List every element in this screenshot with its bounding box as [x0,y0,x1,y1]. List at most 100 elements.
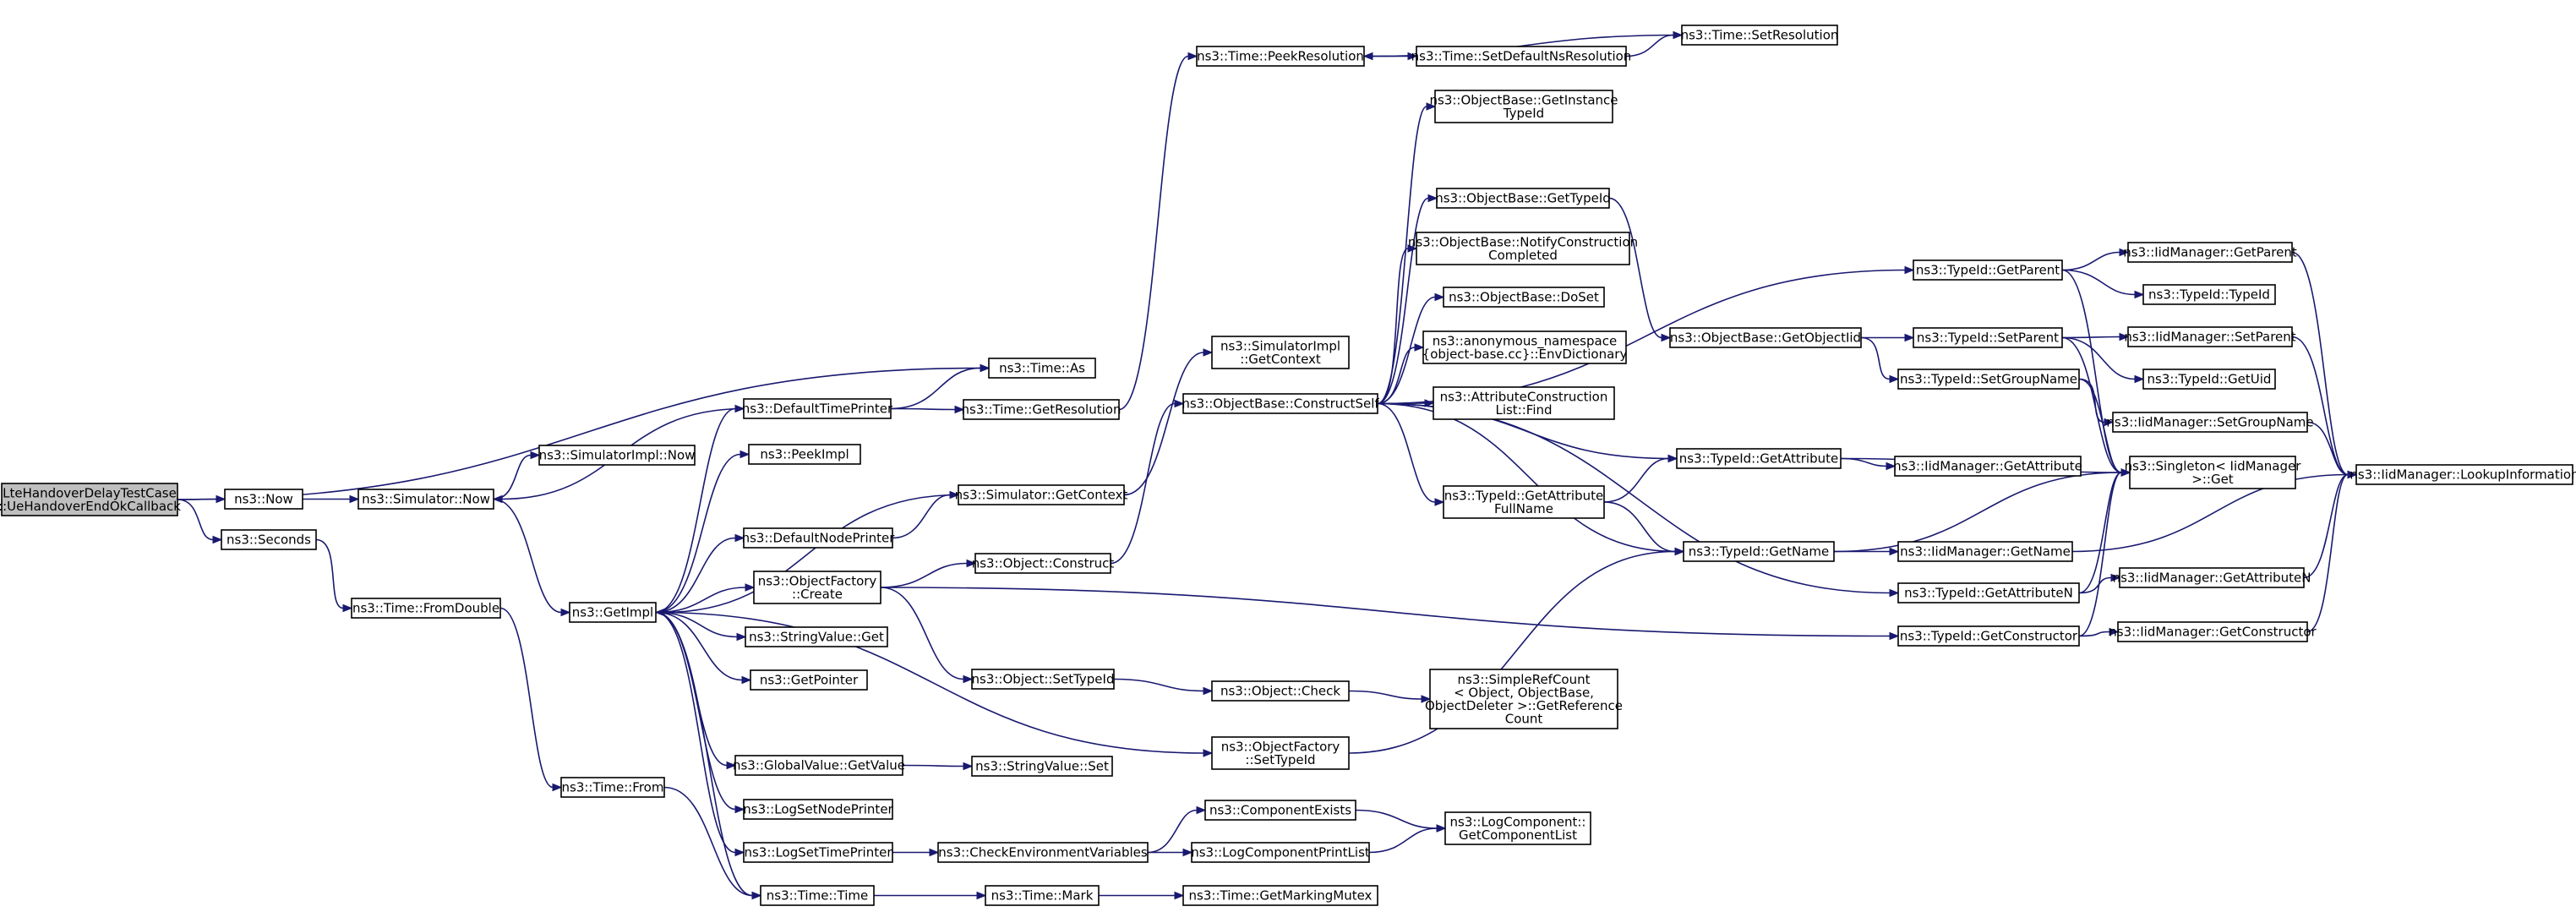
node-objfactory-settypeid[interactable]: ns3::ObjectFactory::SetTypeId [1211,736,1350,770]
node-box [1897,582,2080,603]
node-now[interactable]: ns3::Now [224,489,303,510]
edge-objbase_constructself-to-objbase_gettypeid [1377,197,1429,405]
node-objbase-doset[interactable]: ns3::ObjectBase::DoSet [1443,287,1605,308]
node-box [2129,456,2296,489]
node-label: ns3::SimulatorImpl [1220,338,1340,353]
node-time-mark[interactable]: ns3::Time::Mark [985,885,1100,906]
node-componentexists[interactable]: ns3::ComponentExists [1204,800,1356,821]
edge-typeid_setparent-to-typeid_getuid [2061,336,2136,380]
node-iid-getname[interactable]: ns3::IidManager::GetName [1897,541,2073,562]
node-typeid-getparent[interactable]: ns3::TypeId::GetParent [1913,259,2063,281]
node-typeid-setparent[interactable]: ns3::TypeId::SetParent [1913,327,2063,348]
node-objfactory-create[interactable]: ns3::ObjectFactory::Create [753,571,881,604]
node-fromdouble[interactable]: ns3::Time::FromDouble [351,598,501,619]
node-objbase-notifyconstruction[interactable]: ns3::ObjectBase::NotifyConstructionCompl… [1408,232,1638,265]
node-box [1211,736,1350,770]
node-getpointer[interactable]: ns3::GetPointer [750,669,868,691]
node-time-peekresolution[interactable]: ns3::Time::PeekResolution [1196,46,1365,67]
node-typeid-getconstructor[interactable]: ns3::TypeId::GetConstructor [1897,625,2080,647]
node-label: ns3::Time::PeekResolution [1197,49,1364,64]
edge-typeid_getparent-to-typeid_typeid [2061,269,2136,296]
node-typeid-getuid[interactable]: ns3::TypeId::GetUid [2142,369,2276,390]
node-stringvalue-get[interactable]: ns3::StringValue::Get [745,626,888,647]
node-label: ns3::TypeId::SetGroupName [1900,372,2077,387]
edge-arrowhead [1407,244,1418,253]
edge-arrowhead [1203,686,1214,696]
node-stringvalue-set[interactable]: ns3::StringValue::Set [971,756,1113,777]
node-iid-getconstructor[interactable]: ns3::IidManager::GetConstructor [2109,621,2317,642]
node-objbase-gettypeid[interactable]: ns3::ObjectBase::GetTypeId [1435,188,1611,209]
node-label: ns3::Simulator::Now [362,492,490,507]
node-typeid-getname[interactable]: ns3::TypeId::GetName [1683,541,1835,562]
node-label: ns3::Time::FromDouble [352,601,499,616]
node-globalvalue-getvalue[interactable]: ns3::GlobalValue::GetValue [733,755,905,776]
node-iid-setgroupname[interactable]: ns3::IidManager::SetGroupName [2106,412,2314,433]
edge-arrowhead [1203,749,1214,757]
node-iid-getparent[interactable]: ns3::IidManager::GetParent [2123,242,2297,263]
node-box [2119,567,2305,588]
node-peekimpl[interactable]: ns3::PeekImpl [748,444,861,465]
node-root[interactable]: LteHandoverDelayTestCase::UeHandoverEndO… [0,483,181,516]
edge-objbase_constructself-to-objbase_notifyconstruction [1377,248,1409,405]
node-box [2117,621,2308,642]
node-time-setresolution[interactable]: ns3::Time::SetResolution [1681,25,1839,46]
node-time-from[interactable]: ns3::Time::From [560,777,665,798]
node-object-construct[interactable]: ns3::Object::Construct [972,553,1115,574]
node-seconds[interactable]: ns3::Seconds [221,529,317,550]
node-iid-setparent[interactable]: ns3::IidManager::SetParent [2124,326,2296,347]
node-defaultnodeprinter[interactable]: ns3::DefaultNodePrinter [742,527,896,549]
edge-arrowhead [552,783,563,792]
node-sim-now[interactable]: ns3::Simulator::Now [357,489,494,510]
edge-getimpl-to-getpointer [655,611,743,681]
node-label: ns3::PeekImpl [760,447,849,462]
node-time-setdefaultnsres[interactable]: ns3::Time::SetDefaultNsResolution [1411,46,1632,67]
edge-arrowhead [1182,848,1193,857]
edge-arrowhead [342,603,353,613]
edge-objbase_constructself-to-typeid_getattributefullname [1377,402,1436,503]
edge-typeid_getparent-to-iid_getparent [2061,251,2120,271]
node-objbase-getobjectiid[interactable]: ns3::ObjectBase::GetObjectIid [1669,327,1862,348]
node-time-as[interactable]: ns3::Time::As [988,358,1096,379]
node-time-getmarkingmutex[interactable]: ns3::Time::GetMarkingMutex [1182,885,1378,906]
node-checkenvvars[interactable]: ns3::CheckEnvironmentVariables [937,842,1149,863]
node-label: ns3::TypeId::GetAttribute [1679,451,1838,467]
node-object-check[interactable]: ns3::Object::Check [1211,680,1350,702]
node-time-getresolution[interactable]: ns3::Time::GetResolution [962,399,1122,420]
node-iid-getattributen[interactable]: ns3::IidManager::GetAttributeN [2113,567,2311,588]
node-box [743,398,892,419]
node-typeid-setgroupname[interactable]: ns3::TypeId::SetGroupName [1897,369,2080,390]
edge-arrowhead [1434,292,1445,302]
node-objbase-constructself[interactable]: ns3::ObjectBase::ConstructSelf [1182,393,1379,414]
node-typeid-getattribute[interactable]: ns3::TypeId::GetAttribute [1676,448,1842,469]
node-object-settypeid[interactable]: ns3::Object::SetTypeId [971,669,1115,690]
node-label: ns3::LogComponent:: [1450,814,1586,829]
node-label: LteHandoverDelayTestCase [3,485,177,500]
node-simimpl-getcontext[interactable]: ns3::SimulatorImpl::GetContext [1211,336,1350,369]
node-label: ns3::Time::GetResolution [962,402,1122,418]
node-typeid-typeid[interactable]: ns3::TypeId::TypeId [2142,284,2276,305]
node-singleton-get[interactable]: ns3::Singleton< IidManager >::Get [2125,456,2302,489]
node-iid-lookupinformation[interactable]: ns3::IidManager::LookupInformation [2350,464,2576,485]
node-defaulttimeprinter[interactable]: ns3::DefaultTimePrinter [742,398,893,419]
node-getimpl[interactable]: ns3::GetImpl [569,602,657,623]
node-label: TypeId [1503,106,1544,121]
node-box [2112,412,2308,433]
node-iid-getattribute[interactable]: ns3::IidManager::GetAttribute [1893,456,2082,477]
node-envdictionary[interactable]: ns3::anonymous_namespace{object-base.cc}… [1422,330,1628,364]
node-logsettimeprinter[interactable]: ns3::LogSetTimePrinter [743,842,893,863]
edge-arrowhead [492,494,503,504]
node-logsetnodeprinter[interactable]: ns3::LogSetNodePrinter [743,799,894,820]
node-logcomponent-getlist[interactable]: ns3::LogComponent::GetComponentList [1444,811,1591,845]
node-simimpl-now[interactable]: ns3::SimulatorImpl::Now [538,445,696,466]
node-box [985,885,1100,906]
node-label: ns3::TypeId::GetUid [2148,372,2272,387]
node-logcomponentprintlist[interactable]: ns3::LogComponentPrintList [1191,842,1370,863]
node-time-time[interactable]: ns3::Time::Time [760,885,875,906]
node-label: ns3::ObjectFactory [1221,739,1340,754]
node-typeid-getattributen[interactable]: ns3::TypeId::GetAttributeN [1897,582,2080,603]
node-sim-getcontext[interactable]: ns3::Simulator::GetContext [955,484,1128,505]
node-simplerefcount[interactable]: ns3::SimpleRefCount< Object, ObjectBase,… [1425,669,1623,729]
